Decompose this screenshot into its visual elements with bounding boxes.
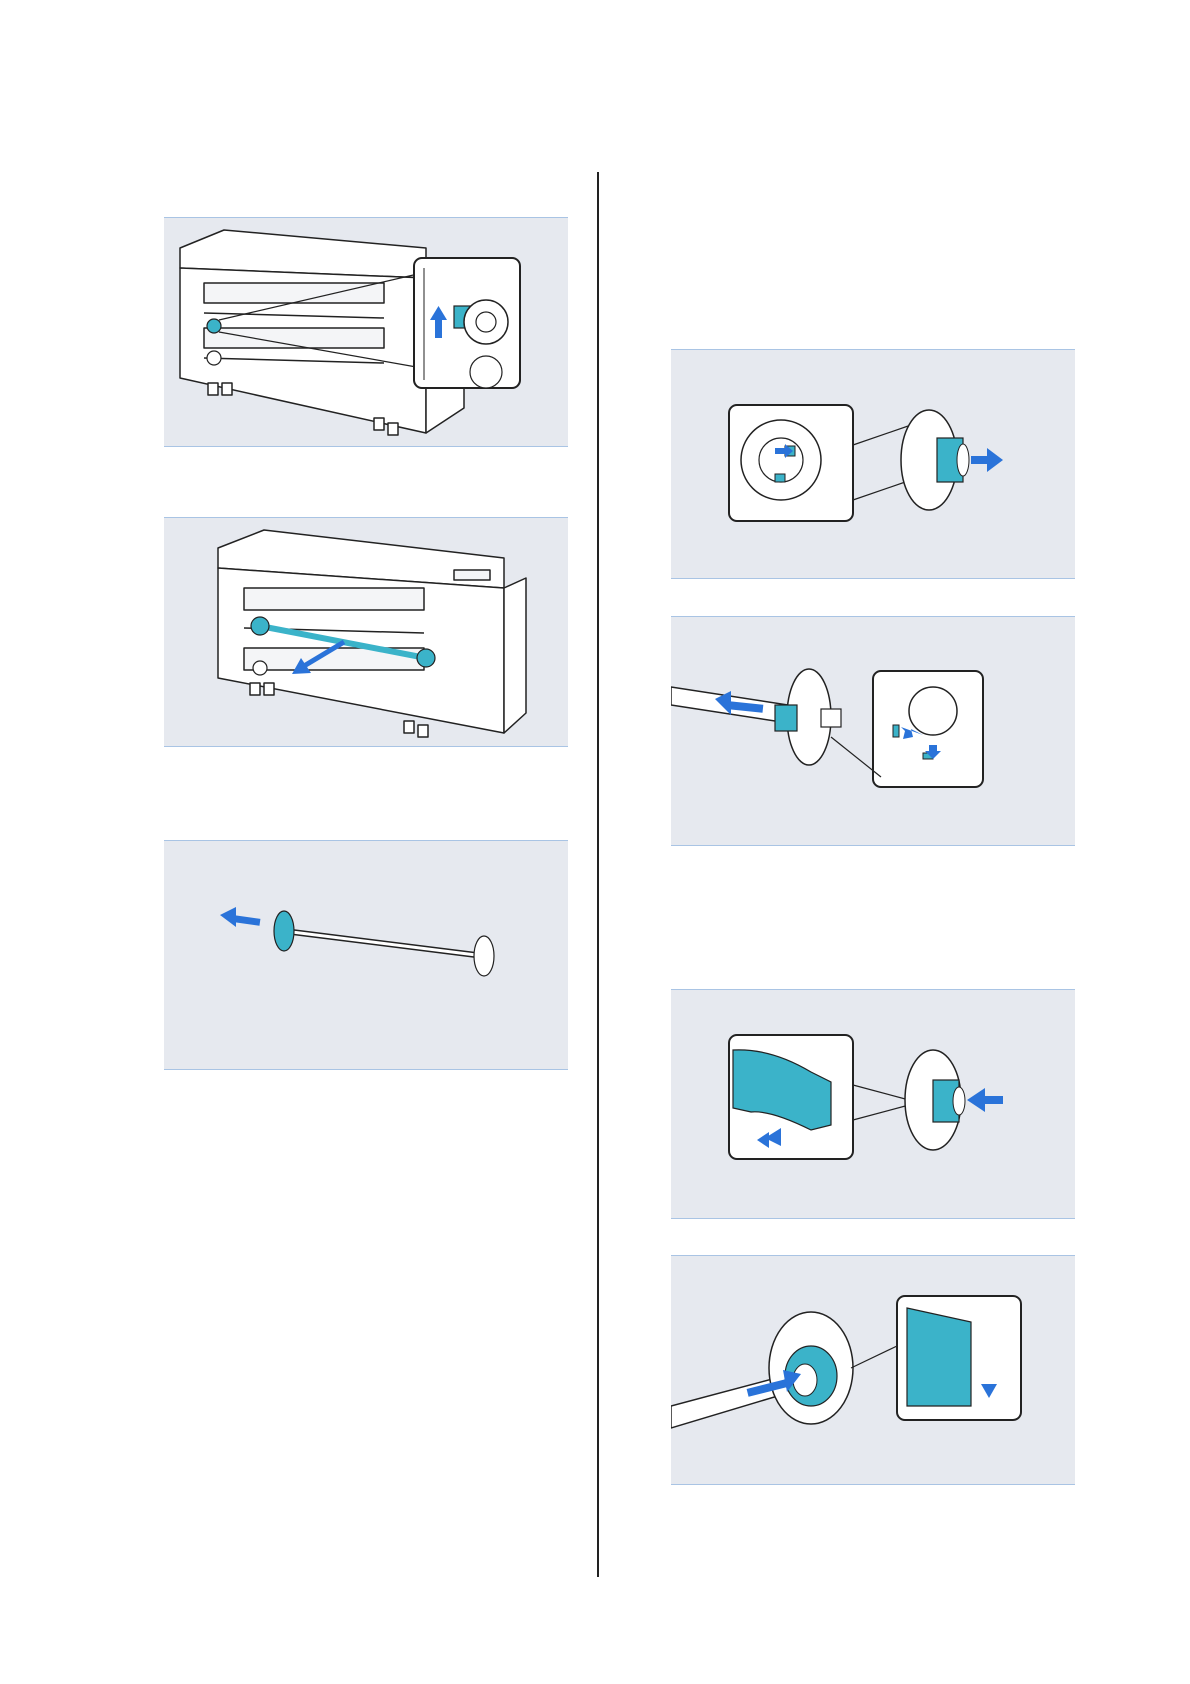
spindle-icon: [671, 1256, 1075, 1484]
column-divider: [597, 172, 599, 1577]
inset-callout-icon: [831, 671, 983, 787]
figure-printer-remove-spindle: [164, 517, 568, 747]
arrow-right-icon: [971, 448, 1003, 472]
flange-icon: [671, 350, 1075, 578]
inset-callout-icon: [414, 258, 520, 388]
flange-icon: [775, 669, 841, 765]
figure-spindle-insert-flange: [671, 1255, 1075, 1485]
spindle-icon: [671, 617, 1075, 845]
inset-callout-icon: [851, 1296, 1021, 1420]
figure-spindle-flange-remove: [671, 616, 1075, 846]
figure-printer-lever: [164, 217, 568, 447]
flange-icon: [769, 1312, 853, 1424]
inset-callout-icon: [729, 1035, 909, 1159]
spindle-icon: [164, 841, 568, 1069]
figure-flange-adapter-remove: [671, 349, 1075, 579]
figure-spindle-remove-flange: [164, 840, 568, 1070]
printer-icon: [164, 218, 568, 446]
flange-icon: [671, 990, 1075, 1218]
arrow-left-icon: [220, 907, 260, 927]
figure-flange-adapter-attach: [671, 989, 1075, 1219]
inset-callout-icon: [729, 405, 911, 521]
printer-icon: [164, 518, 568, 746]
arrow-left-icon: [967, 1088, 1003, 1112]
